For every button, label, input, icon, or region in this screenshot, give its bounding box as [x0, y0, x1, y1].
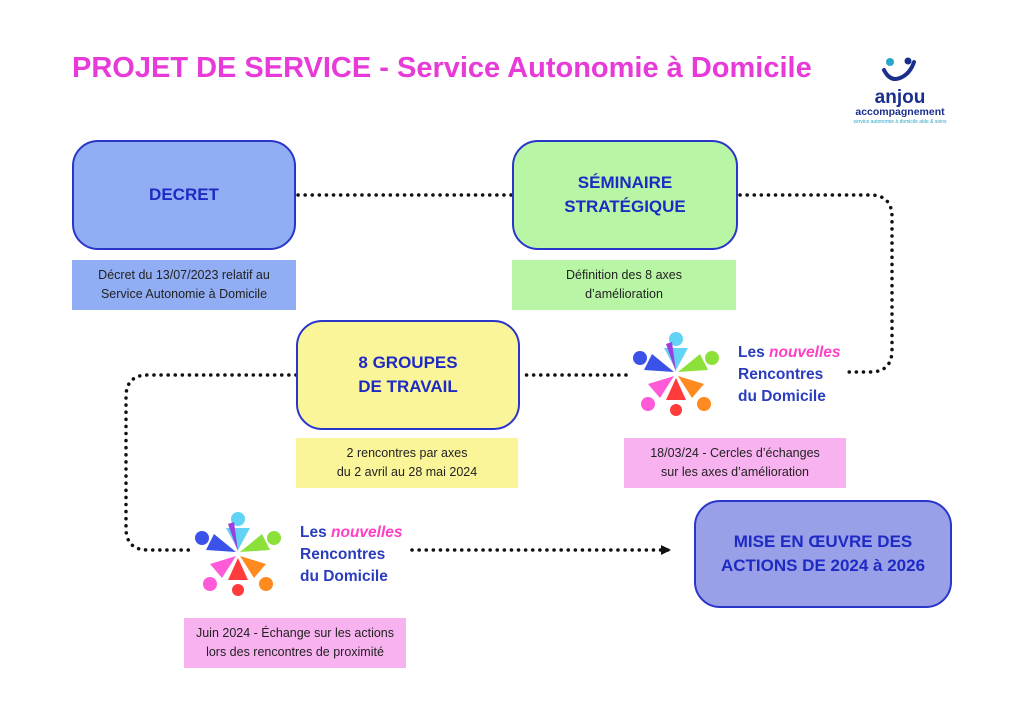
- rencontres-note-1: 18/03/24 - Cercles d’échanges sur les ax…: [624, 438, 846, 488]
- rencontres-logo-1: Les nouvelles Rencontres du Domicile: [626, 328, 856, 418]
- logo-tagline: service autonomie à domicile aide & soin…: [853, 119, 947, 125]
- rencontres-logo-2-line3: du Domicile: [300, 568, 388, 585]
- logo-sub: accompagnement: [855, 106, 945, 118]
- star-people-icon: [195, 512, 281, 596]
- rencontres-logo-1-line3: du Domicile: [738, 388, 826, 405]
- rencontres-logo-2-line1: Les: [300, 524, 327, 541]
- rencontres-logo-1-line1: Les: [738, 344, 765, 361]
- groupes-note: 2 rencontres par axes du 2 avril au 28 m…: [296, 438, 518, 488]
- seminaire-note: Définition des 8 axes d’amélioration: [512, 260, 736, 310]
- star-people-icon: [633, 332, 719, 416]
- anjou-logo-icon: [882, 57, 916, 81]
- rencontres-note-2: Juin 2024 - Échange sur les actions lors…: [184, 618, 406, 668]
- logo-name: anjou: [874, 87, 926, 108]
- rencontres-logo-1-line2: Rencontres: [738, 366, 824, 383]
- anjou-logo: anjou accompagnement service autonomie à…: [840, 56, 960, 126]
- page-title: PROJET DE SERVICE - Service Autonomie à …: [72, 52, 812, 84]
- mise-en-oeuvre-box: MISE EN ŒUVRE DES ACTIONS DE 2024 à 2026: [694, 500, 952, 608]
- seminaire-box: SÉMINAIRE STRATÉGIQUE: [512, 140, 738, 250]
- connector-groupes-loop: [124, 373, 298, 552]
- rencontres-logo-2: Les nouvelles Rencontres du Domicile: [188, 508, 418, 598]
- groupes-box: 8 GROUPES DE TRAVAIL: [296, 320, 520, 430]
- decret-box: DECRET: [72, 140, 296, 250]
- decret-note: Décret du 13/07/2023 relatif au Service …: [72, 260, 296, 310]
- rencontres-logo-2-text: Les nouvelles Rencontres du Domicile: [300, 522, 403, 588]
- rencontres-logo-1-text: Les nouvelles Rencontres du Domicile: [738, 342, 841, 408]
- rencontres-logo-2-line2: Rencontres: [300, 546, 386, 563]
- rencontres-logo-1-line1b: nouvelles: [769, 344, 841, 361]
- rencontres-logo-2-line1b: nouvelles: [331, 524, 403, 541]
- connector-seminaire-loop: [738, 193, 894, 374]
